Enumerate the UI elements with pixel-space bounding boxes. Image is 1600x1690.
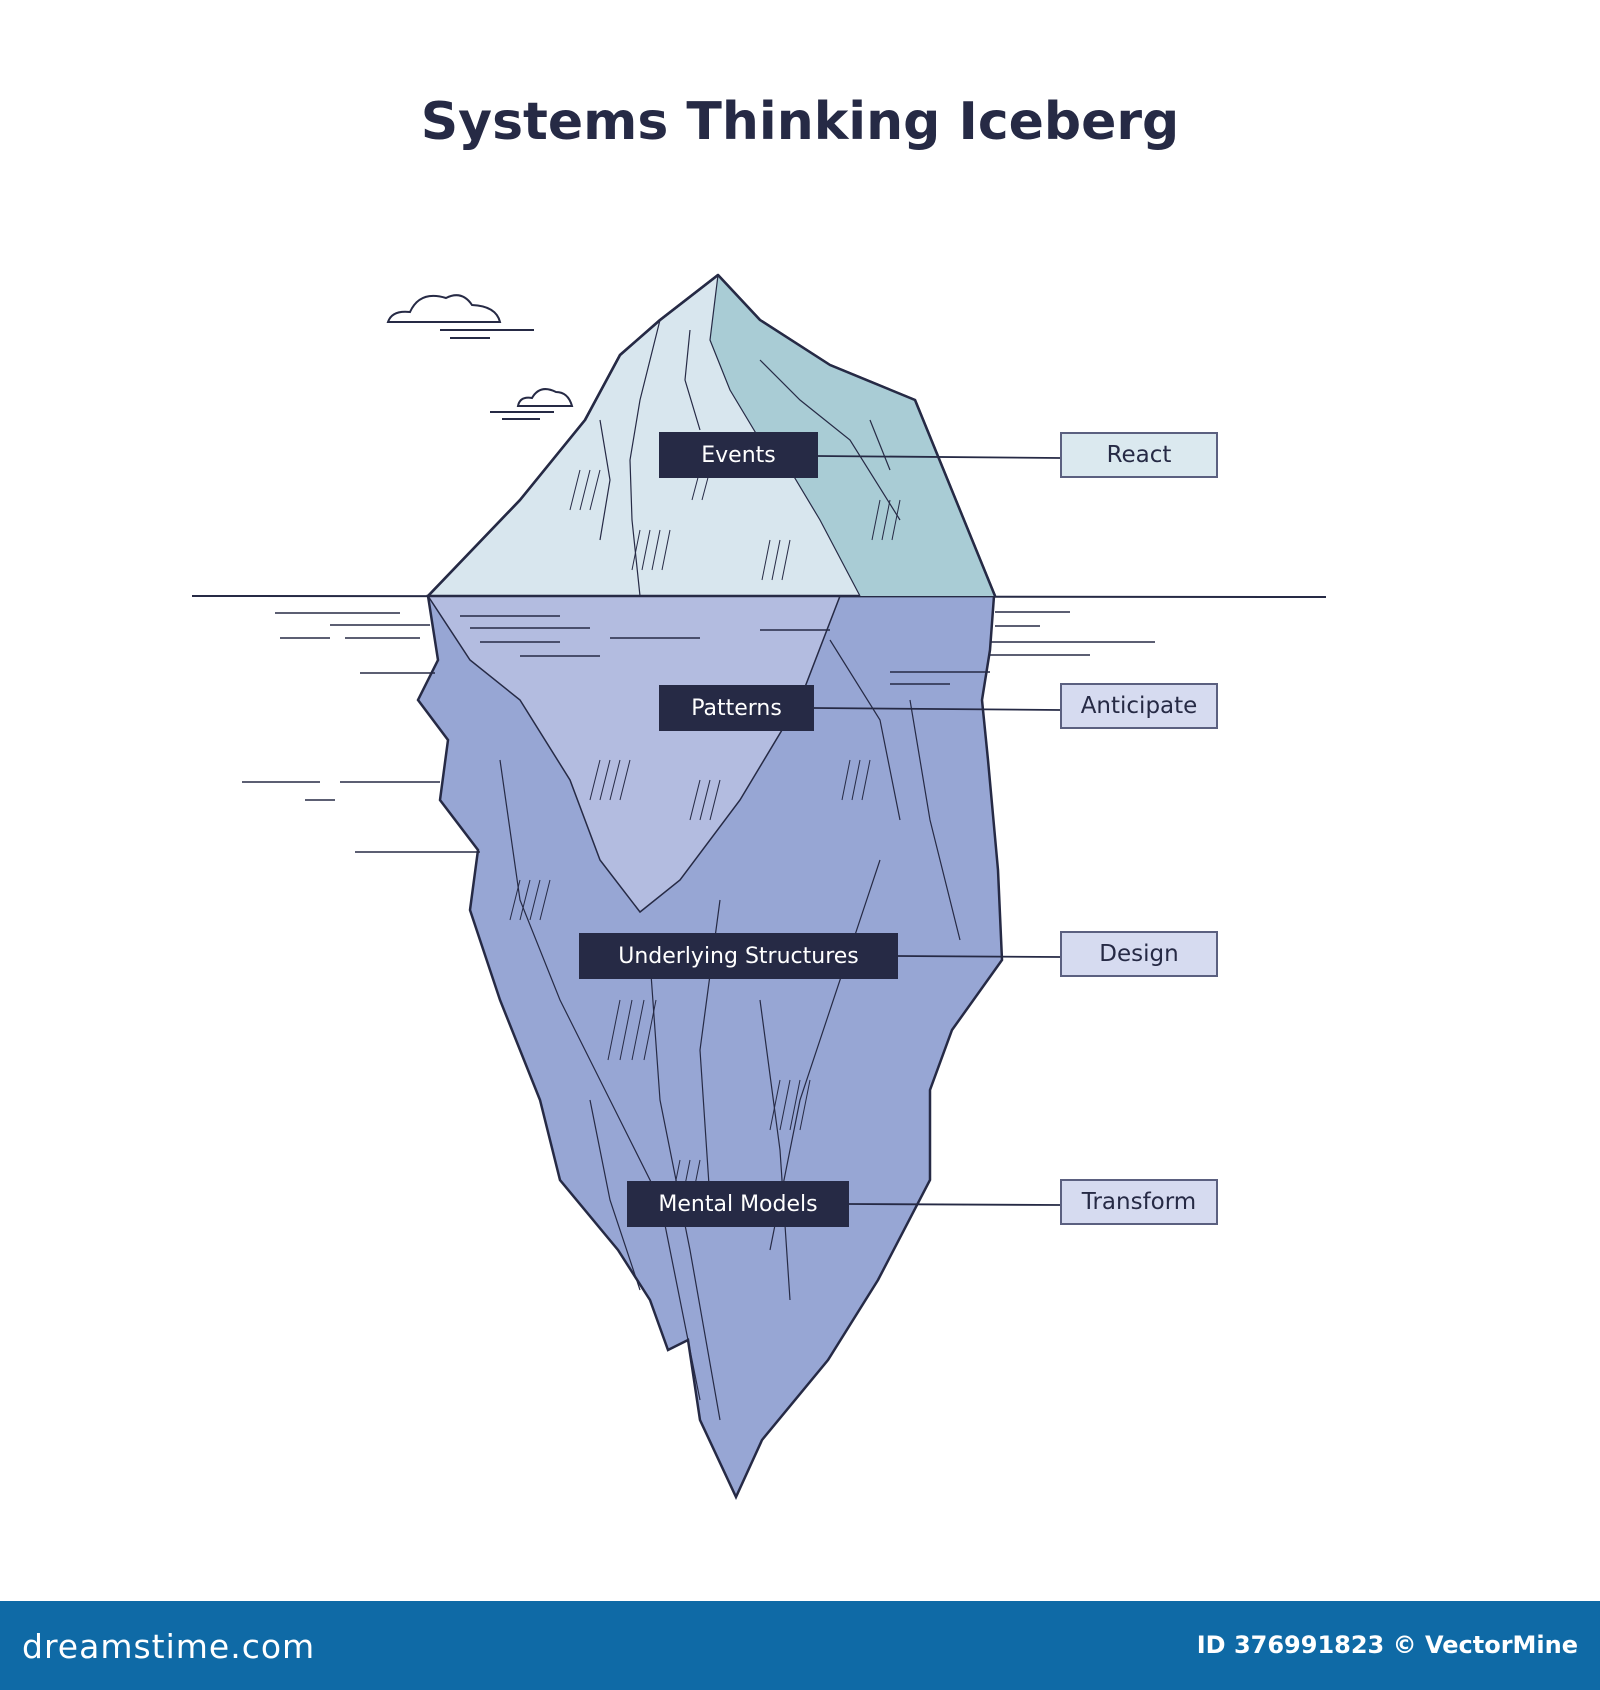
cloud-icon	[386, 294, 534, 339]
brand-logo: dreamstime.com	[22, 1627, 316, 1666]
connector-lines	[813, 455, 1061, 1206]
level-tag-patterns: Patterns	[659, 685, 814, 731]
level-tag-mental-models: Mental Models	[627, 1181, 849, 1227]
water-lines	[242, 611, 1155, 853]
action-box-transform: Transform	[1060, 1179, 1218, 1225]
level-tag-events: Events	[659, 432, 818, 478]
level-tag-underlying-structures: Underlying Structures	[579, 933, 898, 979]
action-box-design: Design	[1060, 931, 1218, 977]
footer-bar: dreamstime.com ID 376991823 © VectorMine	[0, 1601, 1600, 1690]
diagram-title: Systems Thinking Iceberg	[420, 92, 1180, 152]
iceberg-submerged	[416, 594, 1004, 1500]
image-credit: ID 376991823 © VectorMine	[1196, 1631, 1578, 1659]
action-box-react: React	[1060, 432, 1218, 478]
action-box-anticipate: Anticipate	[1060, 683, 1218, 729]
cloud-icon	[490, 388, 574, 420]
